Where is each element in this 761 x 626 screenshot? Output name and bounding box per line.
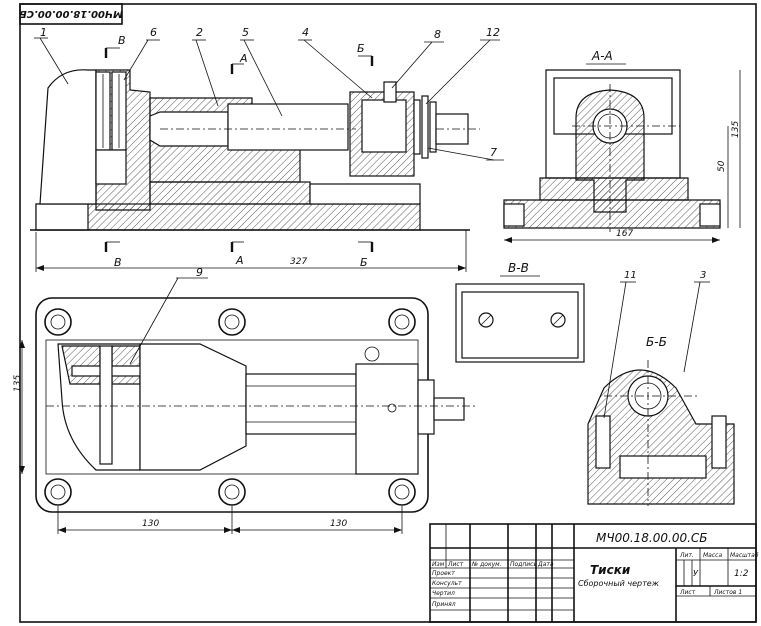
part-number-4: 4	[302, 26, 309, 39]
top-view: 9	[35, 266, 476, 513]
doc-subtitle: Сборочный чертеж	[578, 579, 660, 588]
section-b-b: Б-Б 11 3	[587, 270, 735, 506]
part-number-8: 8	[434, 28, 441, 41]
section-a-a: А-А 167 50 135	[503, 49, 741, 243]
part-number-3: 3	[700, 270, 706, 281]
mounting-holes	[44, 308, 416, 506]
front-view	[30, 69, 480, 231]
dim-right-half: 130	[330, 519, 347, 529]
massa-label: Масса	[703, 552, 722, 559]
dim-width: 167	[616, 229, 633, 239]
mark-a-top: А	[239, 52, 248, 65]
row-chertil: Чертил	[432, 590, 455, 597]
section-marks-front: В А Б В А Б	[104, 34, 374, 269]
col-doc: № докум.	[471, 561, 502, 568]
dim-side-height: 135	[13, 375, 23, 392]
part-number-1: 1	[40, 26, 47, 39]
dimension-length: 327	[35, 230, 467, 272]
dim-height-a: 50	[717, 160, 727, 172]
part-number-6: 6	[150, 26, 157, 39]
dim-length: 327	[290, 257, 307, 267]
lit-value: У	[693, 569, 699, 578]
list-label: Лист	[679, 589, 696, 596]
mark-a-bottom: А	[235, 254, 244, 267]
row-prinyal: Принял	[432, 601, 456, 608]
part-number-9: 9	[196, 266, 203, 279]
dim-left-half: 130	[142, 519, 159, 529]
col-date: Дата	[537, 561, 554, 568]
part-number-2: 2	[196, 26, 203, 39]
mark-bb-top: Б	[357, 42, 365, 55]
col-list: Лист	[447, 561, 464, 568]
part-number-5: 5	[242, 26, 249, 39]
col-sign: Подпись	[510, 561, 537, 568]
mark-b-bottom: В	[114, 256, 122, 269]
row-proekt: Проект	[432, 570, 455, 577]
mark-bb-bottom: Б	[360, 256, 368, 269]
row-konsult: Консульт	[432, 580, 462, 587]
part-number-12: 12	[486, 26, 500, 39]
doc-code: МЧ00.18.00.00.СБ	[596, 531, 708, 545]
corner-code-box: МЧ00.18.00.00.СБ	[19, 3, 123, 25]
view-label-bb: Б-Б	[646, 335, 667, 349]
dim-height-b: 135	[731, 121, 741, 138]
view-label-aa: А-А	[591, 49, 613, 63]
doc-name: Тиски	[590, 563, 631, 577]
scale-value: 1:2	[734, 569, 749, 579]
corner-code: МЧ00.18.00.00.СБ	[19, 8, 123, 19]
part-number-7: 7	[490, 146, 497, 159]
mark-b-top: В	[118, 34, 126, 47]
top-view-dimensions: 135 130 130	[13, 340, 403, 534]
part-leaders: 1 6 2 5 4 8 12 7	[34, 26, 504, 161]
section-v-v: В-В	[455, 261, 585, 363]
lit-label: Лит.	[679, 552, 694, 559]
title-block: МЧ00.18.00.00.СБ Тиски Сборочный чертеж …	[429, 523, 759, 623]
listov-label: Листов 1	[713, 589, 742, 596]
part-number-11: 11	[624, 270, 637, 281]
col-izm: Изм	[432, 561, 445, 568]
drawing-frame	[19, 3, 757, 623]
masshtab-label: Масштаб	[730, 552, 759, 559]
view-label-vv: В-В	[508, 261, 529, 275]
